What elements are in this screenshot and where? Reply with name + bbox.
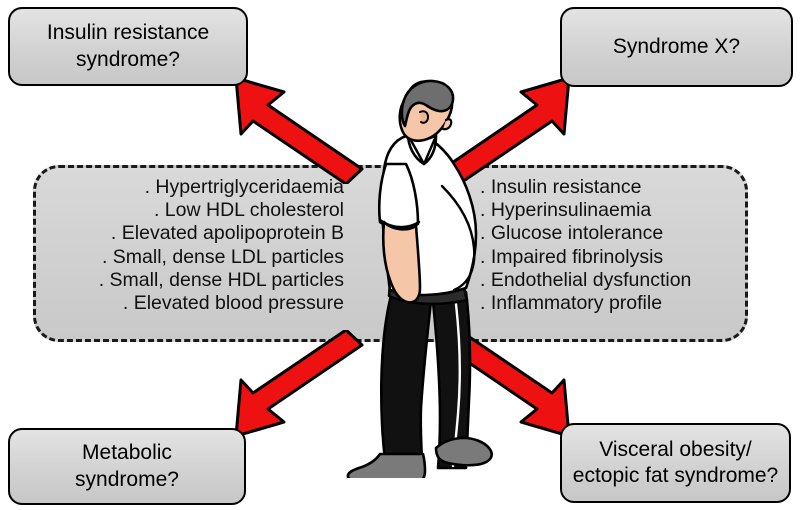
label-box-text: Syndrome X? <box>612 34 741 58</box>
arrow-up-left-icon <box>234 76 364 184</box>
list-item: . Hyperinsulinaemia <box>480 199 652 222</box>
list-item: . Inflammatory profile <box>480 292 663 315</box>
list-item: . Small, dense HDL particles <box>98 268 344 291</box>
list-item: . Hypertriglyceridaemia <box>144 176 344 198</box>
arrow-down-left-icon <box>234 330 364 438</box>
feature-list-right: . Insulin resistance . Hyperinsulinaemia… <box>480 176 745 315</box>
list-item: . Glucose intolerance <box>480 222 664 245</box>
list-item: . Endothelial dysfunction <box>480 268 692 291</box>
label-box-syndrome-x[interactable]: Syndrome X? <box>560 7 793 87</box>
label-box-text: Visceral obesity/ ectopic fat syndrome? <box>572 437 779 487</box>
list-item: . Small, dense LDL particles <box>101 245 344 268</box>
label-box-insulin-resistance-syndrome[interactable]: Insulin resistance syndrome? <box>8 7 248 86</box>
list-item: . Insulin resistance <box>480 176 642 198</box>
list-item: . Low HDL cholesterol <box>153 199 344 222</box>
feature-list-left: . Hypertriglyceridaemia . Low HDL choles… <box>48 176 344 315</box>
label-box-visceral-obesity[interactable]: Visceral obesity/ ectopic fat syndrome? <box>560 423 791 503</box>
list-item: . Impaired fibrinolysis <box>480 245 664 268</box>
list-item: . Elevated apolipoprotein B <box>110 222 344 245</box>
obese-man-illustration <box>346 79 494 478</box>
list-item: . Elevated blood pressure <box>122 292 344 315</box>
label-box-metabolic-syndrome[interactable]: Metabolic syndrome? <box>8 428 246 505</box>
label-box-text: Insulin resistance syndrome? <box>46 21 210 71</box>
label-box-text: Metabolic syndrome? <box>75 441 179 491</box>
